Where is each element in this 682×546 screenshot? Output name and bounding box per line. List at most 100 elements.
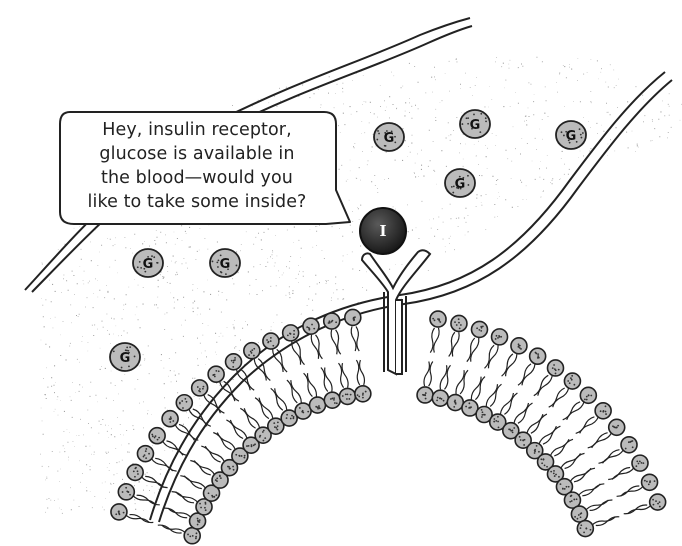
- phospholipid-head: [490, 328, 509, 346]
- lipid-tail: [192, 408, 212, 427]
- lipid-tail: [324, 367, 333, 392]
- lipid-tail: [575, 416, 595, 434]
- lipid-tail: [350, 326, 357, 352]
- lipid-tail: [579, 416, 599, 434]
- phospholipid-head: [148, 426, 166, 445]
- phospholipid-head: [202, 484, 221, 502]
- lipid-tail: [223, 380, 240, 402]
- phospholipid-head: [594, 401, 612, 420]
- lipid-tail: [201, 445, 221, 463]
- phospholipid-head: [195, 498, 213, 516]
- phospholipid-head: [640, 473, 659, 492]
- lipid-tail: [585, 499, 609, 511]
- phospholipid-head: [488, 413, 507, 431]
- phospholipid-head: [607, 418, 626, 437]
- insulin-molecule: I: [359, 207, 407, 255]
- lipid-tail: [291, 341, 302, 365]
- lipid-tail: [489, 383, 502, 407]
- lipid-tail: [428, 361, 434, 387]
- lipid-tail: [487, 345, 499, 369]
- phospholipid-head: [576, 519, 595, 538]
- lipid-tail: [129, 513, 154, 524]
- phospholipid-head: [475, 405, 493, 424]
- phospholipid-head: [231, 447, 249, 465]
- lipid-tail: [213, 431, 232, 451]
- lipid-tail: [587, 432, 608, 449]
- phospholipid-head: [161, 409, 179, 428]
- lipid-tail: [226, 419, 244, 440]
- lipid-tail: [216, 432, 236, 451]
- lipid-tail: [341, 362, 349, 388]
- speech-bubble-text: Hey, insulin receptor, glucose is availa…: [66, 118, 328, 214]
- lipid-tail: [554, 438, 574, 457]
- lipid-tail: [335, 329, 342, 355]
- lipid-tail: [439, 365, 448, 390]
- lipid-tail: [290, 380, 302, 403]
- lipid-tail: [330, 329, 338, 355]
- glucose-label: G: [470, 118, 481, 133]
- lipid-tail: [254, 397, 270, 420]
- lipid-tail: [530, 413, 548, 434]
- lipid-tail: [276, 348, 288, 373]
- lipid-tail: [270, 387, 284, 411]
- lipid-tail: [355, 326, 360, 352]
- glucose-label: G: [384, 131, 395, 146]
- lipid-tail: [433, 327, 440, 353]
- phospholipid-head: [281, 324, 300, 342]
- phospholipid-head: [254, 426, 272, 445]
- phospholipid-head: [323, 391, 342, 409]
- phospholipid-head: [431, 389, 450, 407]
- lipid-tail: [611, 467, 635, 480]
- lipid-tail: [166, 440, 188, 456]
- phospholipid-head: [280, 409, 298, 427]
- phospholipid-head: [294, 402, 312, 420]
- lipid-tail: [620, 485, 644, 497]
- phospholipid-head: [267, 417, 285, 435]
- lipid-tail: [591, 432, 613, 449]
- lipid-tail: [474, 376, 486, 401]
- lipid-tail: [455, 370, 465, 395]
- phospholipid-head: [546, 359, 565, 377]
- lipid-tail: [499, 392, 514, 415]
- lipid-tail: [589, 499, 613, 512]
- lipid-tail: [355, 359, 361, 386]
- phospholipid-head: [224, 352, 243, 371]
- phospholipid-head: [322, 312, 341, 330]
- lipid-tail: [423, 361, 430, 387]
- lipid-tail: [315, 334, 323, 360]
- lipid-tail: [521, 363, 536, 386]
- glucose-label: G: [220, 257, 231, 272]
- phospholipid-head: [563, 491, 582, 509]
- lipid-tail: [573, 467, 596, 483]
- lipid-tail: [562, 401, 581, 421]
- lipid-tail: [243, 408, 261, 429]
- phospholipid-head: [262, 332, 280, 350]
- lipid-tail: [627, 504, 652, 515]
- lipid-tail: [193, 460, 216, 476]
- phospholipid-head: [470, 320, 489, 339]
- lipid-tail: [470, 376, 482, 400]
- lipid-tail: [582, 483, 605, 497]
- lipid-tail: [132, 494, 157, 506]
- lipid-tail: [306, 373, 318, 397]
- lipid-tail: [505, 353, 518, 377]
- phospholipid-head: [243, 341, 261, 360]
- phospholipid-head: [579, 386, 598, 405]
- phospholipid-head: [308, 396, 327, 414]
- lipid-tail: [504, 392, 518, 415]
- lipid-tail: [155, 457, 177, 472]
- phospholipid-head: [207, 365, 225, 383]
- speech-line-4: like to take some inside?: [87, 192, 307, 212]
- glucose-label: G: [455, 177, 466, 192]
- lipid-tail: [253, 358, 267, 381]
- lipid-tail: [272, 349, 284, 373]
- phospholipid-head: [620, 435, 638, 454]
- lipid-tail: [591, 516, 616, 526]
- lipid-tail: [517, 402, 533, 424]
- glucose-label: G: [120, 351, 131, 366]
- phospholipid-head: [648, 493, 667, 511]
- phospholipid-head: [514, 431, 532, 449]
- lipid-tail: [190, 459, 211, 476]
- lipid-tail: [125, 514, 150, 523]
- phospholipid-head: [450, 314, 468, 333]
